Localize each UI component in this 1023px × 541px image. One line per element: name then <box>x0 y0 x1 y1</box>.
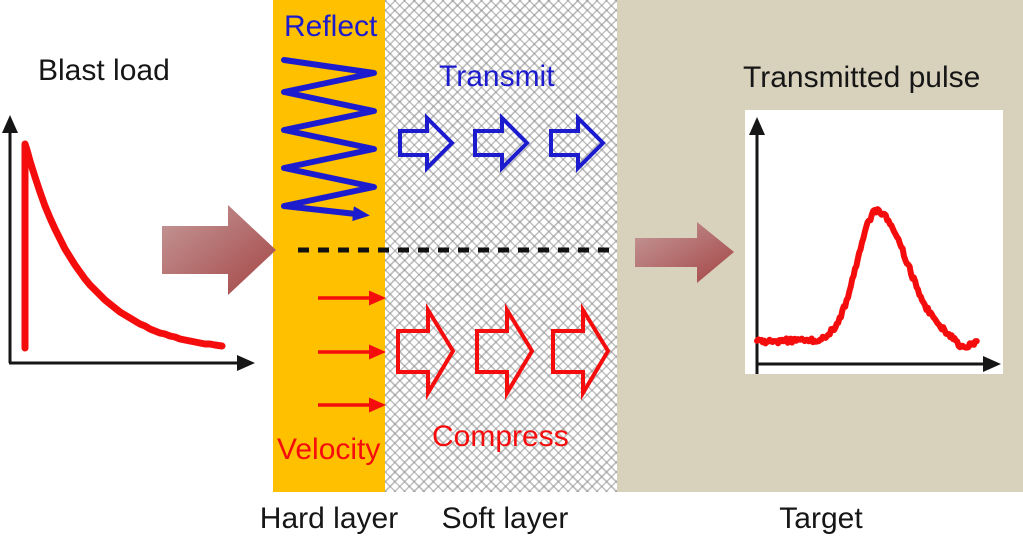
compress-arrow-icon <box>396 302 456 401</box>
pulse-plot-box <box>745 110 1003 374</box>
soft-layer-band <box>385 0 617 492</box>
pulse-curve-path <box>754 206 980 351</box>
compress-arrow-icon <box>475 302 535 401</box>
transmit-arrow-icon <box>549 113 606 173</box>
flow-arrow-icon <box>162 205 276 295</box>
target-label: Target <box>779 502 863 535</box>
blast-curve-path <box>21 140 226 352</box>
transmit-arrow-icon <box>473 113 530 173</box>
transmit-arrow-icon <box>398 113 455 173</box>
transmitted-pulse-label: Transmitted pulse <box>743 61 981 94</box>
transmit-label: Transmit <box>439 60 555 93</box>
reflect-label: Reflect <box>284 10 378 43</box>
flow-arrow-icon <box>635 222 734 283</box>
blast-load-label: Blast load <box>38 54 170 87</box>
compress-arrow-icon <box>551 302 611 401</box>
reflect-wave-icon <box>281 57 377 222</box>
velocity-label: Velocity <box>277 433 381 466</box>
soft-layer-label: Soft layer <box>441 502 569 535</box>
compress-label: Compress <box>432 420 569 453</box>
hard-layer-label: Hard layer <box>259 502 399 535</box>
